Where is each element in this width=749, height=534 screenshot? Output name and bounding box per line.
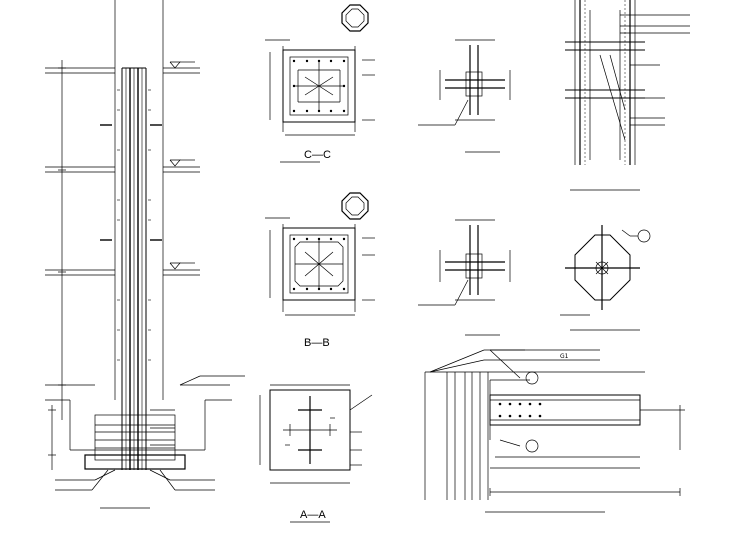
section-bb-rebar-dots <box>292 237 346 291</box>
section-bb-plan <box>265 192 375 316</box>
column-elevation <box>45 0 245 509</box>
beam-column-hatching <box>584 0 626 165</box>
section-bb-title: B—B <box>304 337 330 349</box>
grid-mark-label: G1 <box>560 353 569 360</box>
section-cc-plan <box>265 4 375 163</box>
splice-detail-upper <box>418 39 511 153</box>
section-cc-title: C—C <box>304 149 331 161</box>
column-stud-ticks <box>117 89 151 361</box>
section-aa-plan <box>259 384 373 523</box>
section-cc-rebar-dots <box>292 59 346 113</box>
section-aa-title: A—A <box>300 509 326 521</box>
splice-detail-lower <box>418 219 511 336</box>
beam-connection-detail <box>424 349 685 513</box>
beam-column-elevation <box>565 0 690 191</box>
cross-plate-detail <box>560 225 651 331</box>
beam-connection-bolts <box>498 402 542 418</box>
